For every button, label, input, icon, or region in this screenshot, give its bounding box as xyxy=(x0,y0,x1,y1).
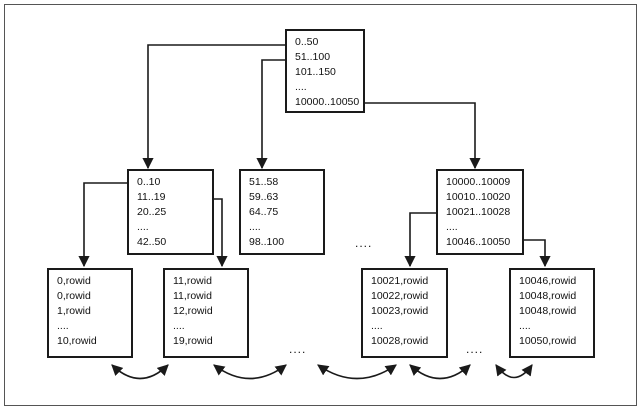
ellipsis-leaf-level-1: .... xyxy=(289,342,307,356)
leaf-node-4: 10046,rowid 10048,rowid 10048,rowid ....… xyxy=(509,268,595,358)
leaf-node-1: 0,rowid 0,rowid 1,rowid .... 10,rowid xyxy=(47,268,133,358)
node-entry: 11,rowid xyxy=(173,290,212,302)
branch-1-to-leaf-1-arrow xyxy=(78,182,135,268)
node-entry: 10000..10009 xyxy=(446,176,511,188)
node-entry: 10046..10050 xyxy=(446,236,511,248)
node-entry: 0..50 xyxy=(295,36,319,48)
node-entry: 10000..10050 xyxy=(295,96,360,108)
node-entry: 64..75 xyxy=(249,206,279,218)
node-entry: 19,rowid xyxy=(173,335,213,347)
node-entry: 10048,rowid xyxy=(519,305,577,317)
node-entry: 12,rowid xyxy=(173,305,213,317)
node-entry: 10028,rowid xyxy=(371,335,429,347)
node-entry: .... xyxy=(57,320,69,332)
leaf-link-3 xyxy=(317,364,397,380)
node-entry: 0,rowid xyxy=(57,275,91,287)
leaf-link-4 xyxy=(409,364,471,380)
node-entry: 59..63 xyxy=(249,191,279,203)
node-entry: .... xyxy=(295,81,307,93)
node-entry: 10022,rowid xyxy=(371,290,429,302)
leaf-node-2: 11,rowid 11,rowid 12,rowid .... 19,rowid xyxy=(163,268,249,358)
branch-3-to-leaf-3-arrow xyxy=(404,212,437,268)
node-entry: 51..58 xyxy=(249,176,279,188)
node-entry: .... xyxy=(137,221,149,233)
node-entry: 11,rowid xyxy=(173,275,212,287)
node-entry: .... xyxy=(446,221,458,233)
node-entry: .... xyxy=(519,320,531,332)
node-entry: 10021..10028 xyxy=(446,206,511,218)
node-entry: 10010..10020 xyxy=(446,191,511,203)
node-entry: 20..25 xyxy=(137,206,167,218)
node-entry: 0,rowid xyxy=(57,290,91,302)
ellipsis-leaf-level-2: .... xyxy=(466,342,484,356)
node-entry: 101..150 xyxy=(295,66,336,78)
node-entry: 42..50 xyxy=(137,236,167,248)
node-entry: 0..10 xyxy=(137,176,161,188)
ellipsis-branch-level: .... xyxy=(355,236,373,250)
leaf-node-3: 10021,rowid 10022,rowid 10023,rowid ....… xyxy=(361,268,448,358)
node-entry: 10048,rowid xyxy=(519,290,577,302)
leaf-link-1 xyxy=(111,364,169,380)
node-entry: .... xyxy=(371,320,383,332)
node-entry: 1,rowid xyxy=(57,305,91,317)
node-entry: .... xyxy=(173,320,185,332)
root-node: 0..50 51..100 101..150 .... 10000..10050 xyxy=(285,29,365,113)
diagram-frame xyxy=(4,4,637,406)
node-entry: 98..100 xyxy=(249,236,285,248)
node-entry: 51..100 xyxy=(295,51,331,63)
leaf-link-2 xyxy=(213,364,287,380)
branch-node-2: 51..58 59..63 64..75 .... 98..100 xyxy=(239,169,325,255)
node-entry: 10050,rowid xyxy=(519,335,577,347)
node-entry: 10023,rowid xyxy=(371,305,429,317)
node-entry: 10,rowid xyxy=(57,335,97,347)
root-to-branch-1-arrow xyxy=(142,44,285,170)
node-entry: .... xyxy=(249,221,261,233)
node-entry: 11..19 xyxy=(137,191,166,203)
node-entry: 10021,rowid xyxy=(371,275,429,287)
node-entry: 10046,rowid xyxy=(519,275,577,287)
branch-node-1: 0..10 11..19 20..25 .... 42..50 xyxy=(127,169,214,255)
root-to-branch-3-arrow xyxy=(355,102,481,170)
leaf-link-5 xyxy=(495,364,533,379)
branch-node-3: 10000..10009 10010..10020 10021..10028 .… xyxy=(436,169,524,255)
